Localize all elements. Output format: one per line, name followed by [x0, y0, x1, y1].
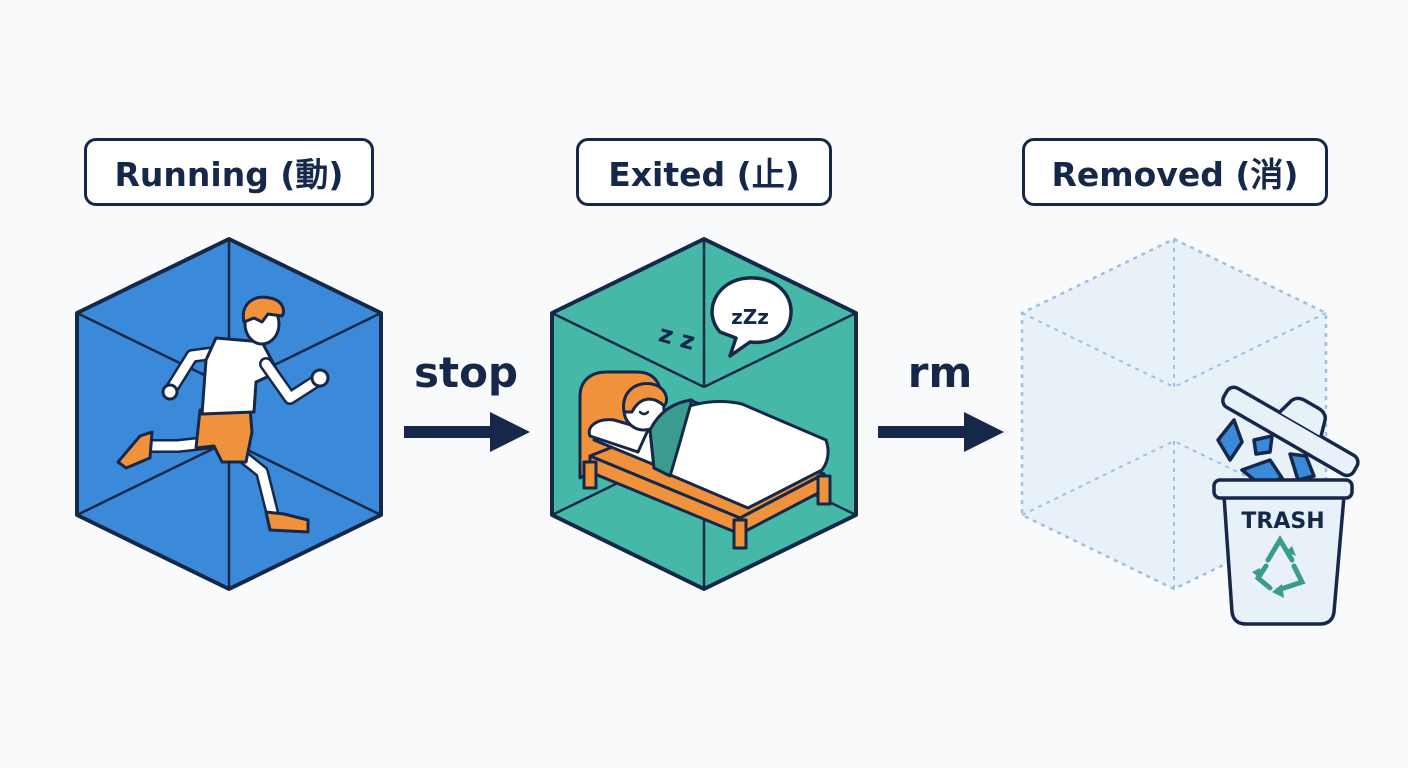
transition-label-stop: stop: [414, 348, 518, 397]
sleep-bubble-text: zZz: [731, 305, 769, 329]
stop-arrow: [404, 412, 530, 452]
state-label-running: Running (動): [84, 138, 374, 206]
state-label-exited: Exited (止): [576, 138, 832, 206]
sleeping-in-bed-icon: [578, 370, 832, 550]
speech-bubble-icon: zZz: [710, 276, 793, 358]
state-label-removed: Removed (消): [1022, 138, 1328, 206]
running-person-icon: [116, 295, 330, 534]
recycle-icon: [1252, 535, 1306, 598]
trash-label: TRASH: [1241, 509, 1324, 534]
trash-can-icon: TRASH: [1212, 385, 1360, 626]
transition-label-rm: rm: [907, 348, 973, 397]
rm-arrow: [878, 412, 1004, 452]
